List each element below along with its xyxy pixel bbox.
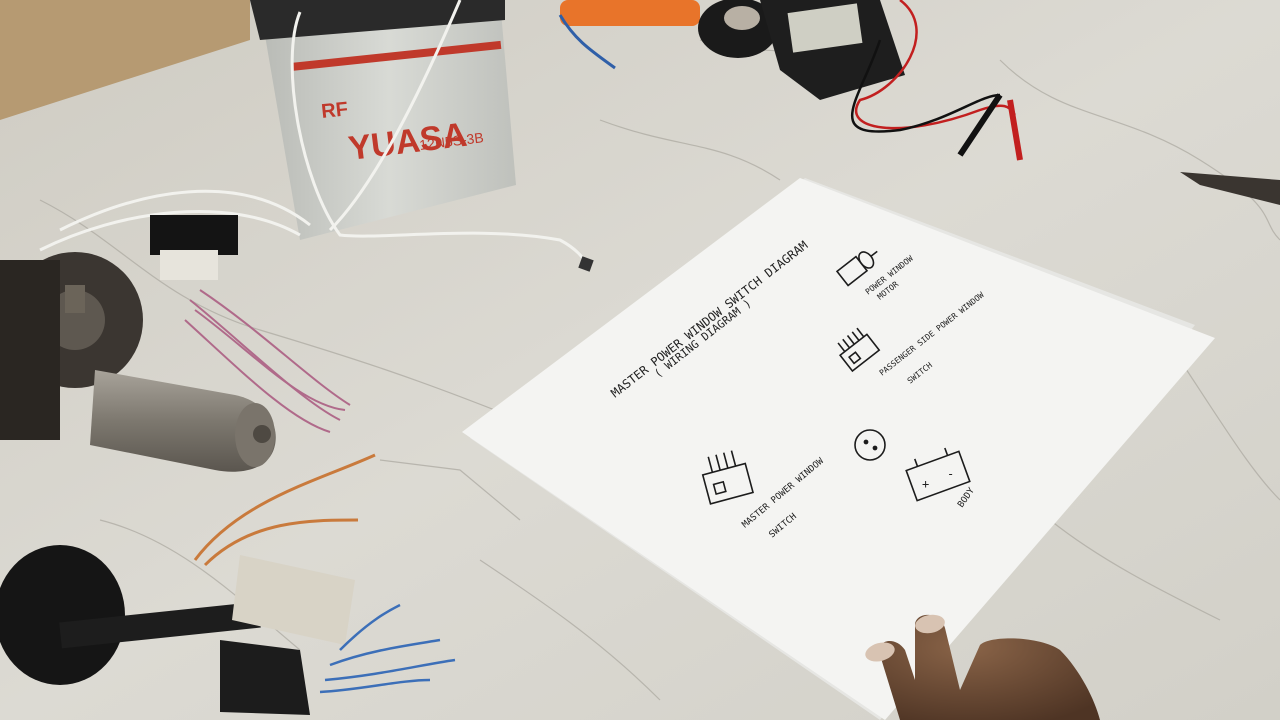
passenger-switch-symbol <box>837 327 881 373</box>
hand <box>865 614 1100 720</box>
orange-wires <box>193 453 376 567</box>
battery: RF YUASA 12N5S-3B <box>250 0 516 240</box>
battery-symbol <box>905 447 971 502</box>
blue-wire-top <box>558 14 616 70</box>
battery-plus: + <box>922 477 929 491</box>
switch-connector <box>220 555 355 715</box>
battery-minus: - <box>947 467 954 481</box>
orange-tool <box>560 0 700 26</box>
battery-brand-left: RF <box>320 98 349 123</box>
black-probe <box>957 93 1003 157</box>
wall-corner <box>0 0 250 120</box>
multimeter <box>760 0 905 100</box>
black-cable <box>59 601 261 649</box>
blue-wires <box>319 603 456 694</box>
white-wires <box>39 0 590 269</box>
paper-stack <box>462 178 1215 720</box>
master-switch-symbol <box>701 450 754 505</box>
battery-model: 12N5S-3B <box>418 129 484 153</box>
window-motor <box>0 215 276 472</box>
screwdriver-tip <box>1180 172 1280 205</box>
red-probe <box>1007 99 1023 161</box>
marble-veins <box>39 39 1280 701</box>
pink-wires <box>184 289 351 433</box>
probe-leads <box>850 0 1016 133</box>
tape-roll-core <box>724 6 760 30</box>
motor-symbol <box>835 250 878 287</box>
rubber-grommet <box>0 545 125 685</box>
ground-symbol <box>854 429 886 461</box>
wire-tip <box>578 256 594 272</box>
